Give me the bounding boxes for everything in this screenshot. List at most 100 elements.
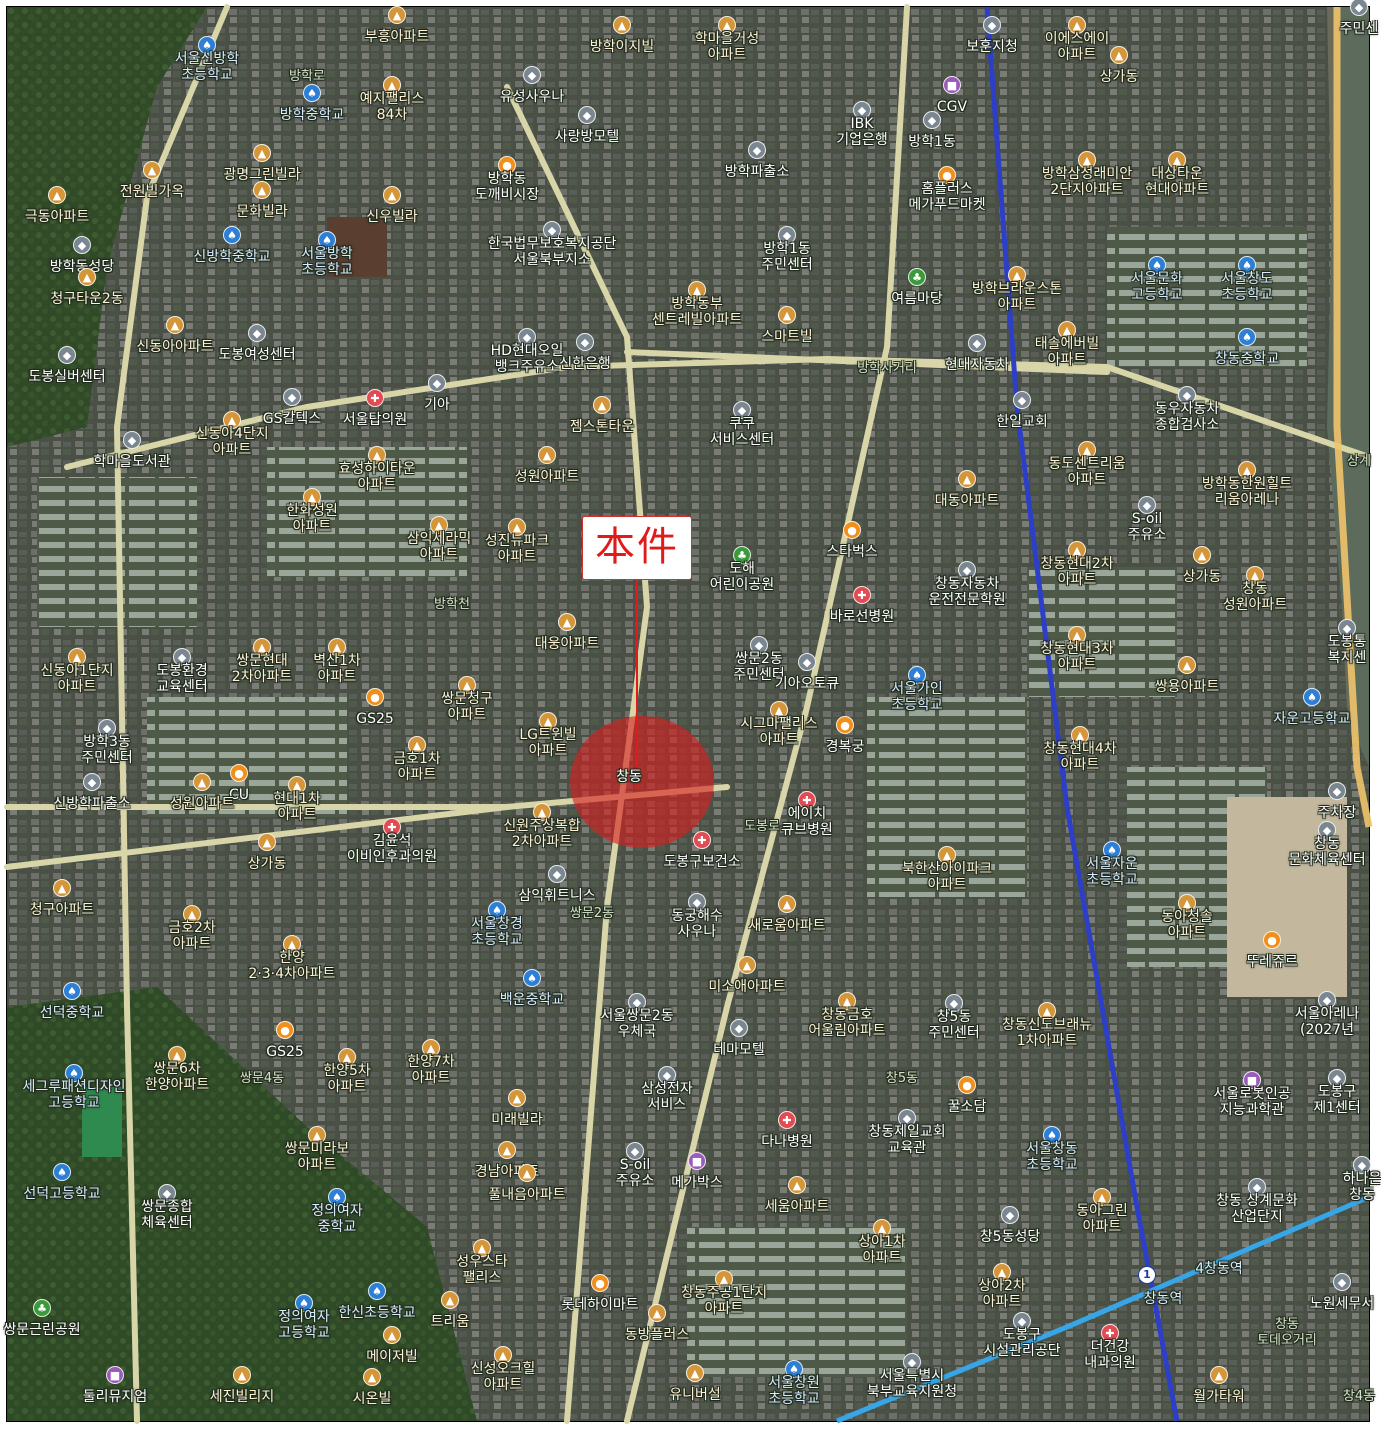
poi-marker-icon[interactable]: ◆ [578,106,596,124]
poi-marker-icon[interactable]: ◆ [1350,0,1368,16]
map-place-label[interactable]: 극동아파트 [24,209,90,225]
poi-marker-icon[interactable]: ◆ [543,221,561,239]
shop-marker-icon[interactable]: ● [958,1076,976,1094]
apt-marker-icon[interactable]: ▲ [253,638,271,656]
poi-marker-icon[interactable]: ◆ [658,1066,676,1084]
map-place-label[interactable]: 홈플러스 메가푸드마켓 [908,181,986,213]
map-place-label[interactable]: 신우빌라 [366,209,418,225]
poi-marker-icon[interactable]: ◆ [688,893,706,911]
map-place-label[interactable]: 신동아4단지 아파트 [195,426,269,458]
map-place-label[interactable]: 선덕고등학교 [23,1186,101,1202]
shop-marker-icon[interactable]: ● [1263,931,1281,949]
map-place-label[interactable]: 신방학중학교 [193,249,271,265]
shop-marker-icon[interactable]: ● [276,1021,294,1039]
poi-marker-icon[interactable]: ◆ [958,561,976,579]
apt-marker-icon[interactable]: ▲ [938,846,956,864]
map-place-label[interactable]: 청구아파트 [29,902,95,918]
map-place-label[interactable]: 광명그린빌라 [223,167,301,183]
map-place-label[interactable]: 한화성원 아파트 [286,503,338,535]
poi-marker-icon[interactable]: ◆ [983,16,1001,34]
map-place-label[interactable]: 쌍용아파트 [1154,679,1220,695]
map-place-label[interactable]: 창5동 주민센터 [928,1009,980,1041]
map-place-label[interactable]: 방학이지빌 [589,39,655,55]
poi-marker-icon[interactable]: ◆ [73,236,91,254]
map-place-label[interactable]: 벽산1차 아파트 [313,653,361,685]
poi-marker-icon[interactable]: ◆ [283,388,301,406]
apt-marker-icon[interactable]: ▲ [738,956,756,974]
hosp-marker-icon[interactable]: ✚ [383,818,401,836]
shop-marker-icon[interactable]: ● [843,521,861,539]
map-place-label[interactable]: 효성하이타운 아파트 [338,461,416,493]
map-place-label[interactable]: 도봉실버센터 [28,369,106,385]
map-place-label[interactable]: 방학브라운스톤 아파트 [971,281,1063,313]
apt-marker-icon[interactable]: ▲ [308,1126,326,1144]
map-place-label[interactable]: 경복궁 [825,739,865,755]
apt-marker-icon[interactable]: ▲ [253,144,271,162]
apt-marker-icon[interactable]: ▲ [338,1048,356,1066]
map-place-label[interactable]: 동우자동차 종합검사소 [1154,401,1220,433]
poi-marker-icon[interactable]: ◆ [1353,1156,1371,1174]
map-place-label[interactable]: 북한산아이파크 아파트 [901,861,993,893]
map-place-label[interactable]: 기아 [424,397,450,413]
poi-marker-icon[interactable]: ◆ [428,374,446,392]
apt-marker-icon[interactable]: ▲ [1038,1002,1056,1020]
apt-marker-icon[interactable]: ▲ [788,1176,806,1194]
apt-marker-icon[interactable]: ▲ [593,396,611,414]
map-place-label[interactable]: 쌍문현대 2차아파트 [231,653,293,685]
map-place-label[interactable]: 창동금호 어울림아파트 [808,1007,886,1039]
poi-marker-icon[interactable]: ◆ [798,653,816,671]
apt-marker-icon[interactable]: ▲ [533,803,551,821]
map-place-label[interactable]: 서울창도 초등학교 [1221,271,1273,303]
map-place-label[interactable]: 한신초등학교 [338,1305,416,1321]
map-place-label[interactable]: 학마을도서관 [93,454,171,470]
apt-marker-icon[interactable]: ▲ [538,446,556,464]
map-place-label[interactable]: 전원빌가옥 [119,184,185,200]
map-place-label[interactable]: 한양5차 아파트 [323,1063,371,1095]
map-place-label[interactable]: 창동자동차 운전전문학원 [928,576,1006,608]
map-place-label[interactable]: 한양 2·3·4차아파트 [248,950,336,982]
map-place-label[interactable]: 노원세무서 [1309,1296,1375,1312]
map-place-label[interactable]: 미래빌라 [491,1112,543,1128]
apt-marker-icon[interactable]: ▲ [168,1046,186,1064]
map-place-label[interactable]: 자운고등학교 [1273,711,1351,727]
map-place-label[interactable]: 이에스에이 아파트 [1044,31,1110,63]
culture-marker-icon[interactable]: ■ [106,1366,124,1384]
apt-marker-icon[interactable]: ▲ [958,470,976,488]
map-place-label[interactable]: 서울창경 초등학교 [471,916,523,948]
apt-marker-icon[interactable]: ▲ [473,1239,491,1257]
poi-marker-icon[interactable]: ◆ [730,1019,748,1037]
apt-marker-icon[interactable]: ▲ [303,488,321,506]
poi-marker-icon[interactable]: ◆ [576,333,594,351]
map-place-label[interactable]: 사랑방모텔 [554,129,620,145]
apt-marker-icon[interactable]: ▲ [408,736,426,754]
apt-marker-icon[interactable]: ▲ [993,1263,1011,1281]
shop-marker-icon[interactable]: ● [836,716,854,734]
map-place-label[interactable]: 방학동부 센트레빌아파트 [651,296,743,328]
map-place-label[interactable]: 월가타워 [1193,1389,1245,1405]
hosp-marker-icon[interactable]: ✚ [778,1111,796,1129]
apt-marker-icon[interactable]: ▲ [383,76,401,94]
poi-marker-icon[interactable]: ◆ [778,226,796,244]
map-place-label[interactable]: 삼성전자 서비스 [641,1081,693,1113]
map-place-label[interactable]: CU [228,787,250,803]
school-marker-icon[interactable]: ♠ [303,84,321,102]
map-place-label[interactable]: 창동신도브래뉴 1차아파트 [1001,1017,1093,1049]
map-place-label[interactable]: 세움아파트 [764,1199,830,1215]
map-place-label[interactable]: 신방학파출소 [53,796,131,812]
map-place-label[interactable]: 부흥아파트 [364,29,430,45]
hosp-marker-icon[interactable]: ✚ [798,791,816,809]
school-marker-icon[interactable]: ♠ [295,1294,313,1312]
poi-marker-icon[interactable]: ◆ [173,648,191,666]
apt-marker-icon[interactable]: ▲ [383,1326,401,1344]
map-place-label[interactable]: 젬스톤타운 [569,419,635,435]
school-marker-icon[interactable]: ♠ [328,1188,346,1206]
map-place-label[interactable]: 대웅아파트 [534,636,600,652]
apt-marker-icon[interactable]: ▲ [718,16,736,34]
map-place-label[interactable]: 성원아파트 [514,469,580,485]
map-place-label[interactable]: GS25 [266,1044,304,1060]
school-marker-icon[interactable]: ♠ [223,226,241,244]
apt-marker-icon[interactable]: ▲ [1238,461,1256,479]
map-place-label[interactable]: 상가동 [247,856,287,872]
apt-marker-icon[interactable]: ▲ [253,181,271,199]
map-place-label[interactable]: 학마을거성 아파트 [694,31,760,63]
